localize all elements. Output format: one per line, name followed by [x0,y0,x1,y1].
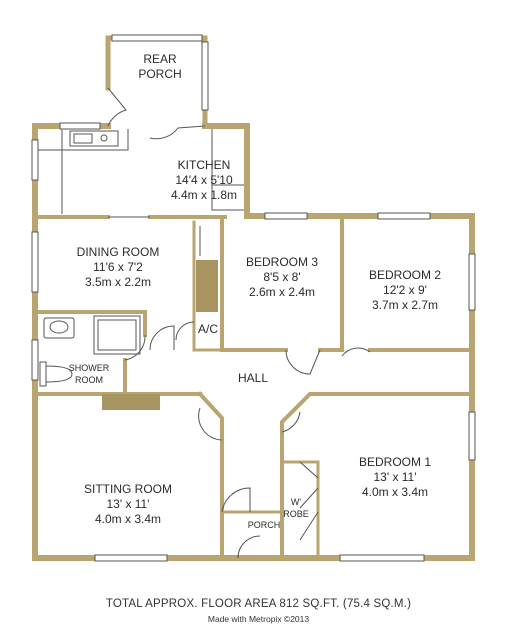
bedroom2-name: BEDROOM 2 [369,268,441,282]
windows [31,34,476,562]
bedroom2-imperial: 12'2 x 9' [383,283,427,297]
door-swing [281,411,301,433]
window [468,253,476,311]
window [31,231,39,293]
bedroom1-left-wall [280,392,474,560]
kitchen-units [211,129,244,211]
door-swing [237,535,261,559]
bedroom1-imperial: 13' x 11' [373,470,416,484]
bedroom3-imperial: 8'5 x 8' [263,270,300,284]
window [377,212,431,220]
kitchen-metric: 4.4m x 1.8m [171,188,237,202]
window [31,339,39,381]
bedroom1-name: BEDROOM 1 [359,455,431,469]
rear-porch-label: PORCH [138,67,181,81]
window [264,212,308,220]
fixtures [38,129,244,387]
window [94,554,168,562]
sitting-right-wall [197,391,224,560]
dining-room-metric: 3.5m x 2.2m [85,275,151,289]
window [111,34,203,42]
wardrobe-label: ROBE [283,509,309,519]
door-swing [107,87,127,127]
kitchen-name: KITCHEN [178,158,231,172]
wardrobe-label: W' [291,497,301,507]
rear-porch-label: REAR [143,52,177,66]
wash-basin-icon [43,317,75,339]
shower-room-label: SHOWER [69,363,110,373]
door-swing [299,461,319,541]
kitchen-worktop [38,129,129,214]
window [31,139,39,181]
porch-label: PORCH [248,520,281,530]
sitting-room-name: SITTING ROOM [84,482,172,496]
room-labels: REAR PORCH KITCHEN 14'4 x 5'10 4.4m x 1.… [69,52,442,530]
bedroom3-name: BEDROOM 3 [246,255,318,269]
dining-room-imperial: 11'6 x 7'2 [93,260,143,274]
shower-room-label: ROOM [75,375,103,385]
kitchen-imperial: 14'4 x 5'10 [175,173,233,187]
door-swing [285,349,321,375]
door-swing [149,125,206,140]
door-swing [341,347,371,357]
window [468,411,476,461]
hall-label: HALL [238,371,268,385]
total-floor-area: TOTAL APPROX. FLOOR AREA 812 SQ.FT. (75.… [105,598,412,610]
metropix-credit: Made with Metropix ©2013 [207,614,310,624]
dining-room-name: DINING ROOM [77,245,160,259]
kitchen-sink-icon [69,130,119,147]
window [59,122,101,130]
ac-label: A/C [198,322,218,336]
chimney-breast-sitting [102,394,160,410]
sitting-room-imperial: 13' x 11' [106,497,149,511]
bedroom1-metric: 4.0m x 3.4m [362,485,428,499]
door-swing [175,321,195,341]
bedroom2-metric: 3.7m x 2.7m [372,298,438,312]
window [339,554,425,562]
door-swing [198,407,223,441]
door-swing [149,325,175,351]
door-swing [124,334,146,361]
window [201,41,209,111]
chimney-breast-dining [196,260,218,312]
sitting-room-metric: 4.0m x 3.4m [95,512,161,526]
toilet-icon [39,361,73,387]
bedroom3-metric: 2.6m x 2.4m [249,285,315,299]
shower-tray-icon [93,315,141,355]
door-swing [221,487,251,513]
wardrobe-walls [280,460,320,560]
